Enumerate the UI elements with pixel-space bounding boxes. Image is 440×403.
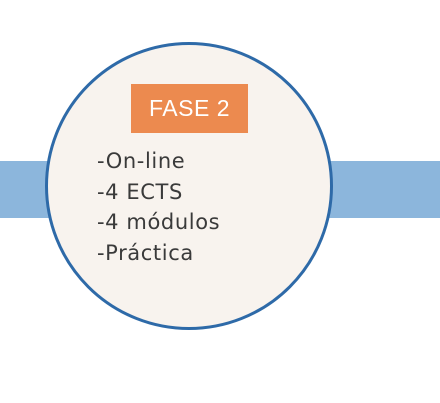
phase-badge: FASE 2	[131, 84, 248, 133]
phase-details-list: -On-line -4 ECTS -4 módulos -Práctica	[97, 146, 220, 268]
detail-item-practice: -Práctica	[97, 240, 194, 265]
detail-item-online: -On-line	[97, 149, 186, 173]
detail-item-ects: -4 ECTS	[97, 179, 183, 204]
detail-item-modules: -4 módulos	[97, 210, 221, 234]
